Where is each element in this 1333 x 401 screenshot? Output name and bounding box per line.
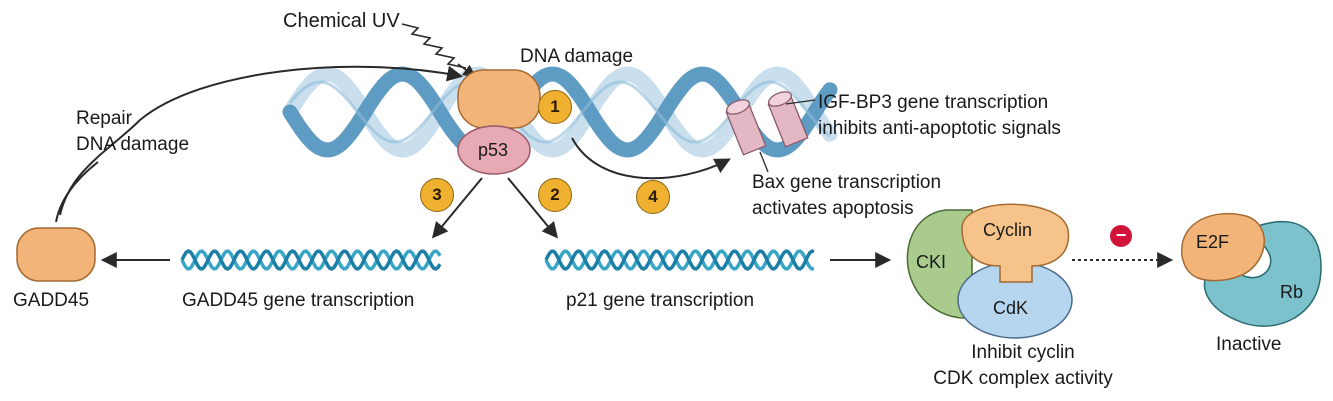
chemical-uv-label: Chemical UV [283, 10, 400, 32]
cki-label: CKI [916, 252, 947, 272]
rb-protein [1203, 220, 1322, 327]
igf-label-pointer [785, 99, 816, 105]
step-4-badge: 4 [636, 180, 670, 214]
step-3-badge: 3 [420, 178, 454, 212]
cyclin-label: Cyclin [983, 220, 1033, 240]
bax-label-pointer [759, 151, 769, 173]
step-2-badge: 2 [538, 178, 572, 212]
bax-label-line1: Bax gene transcription [752, 172, 942, 193]
cki-protein [906, 209, 973, 319]
uv-zigzag-line [401, 23, 467, 69]
p53-label: p53 [478, 140, 509, 160]
arrow-to-bax [571, 137, 731, 180]
inhibit-label-line1: Inhibit cyclin [971, 342, 1075, 363]
gadd45-repair-link [55, 161, 99, 223]
e2f-protein [1181, 212, 1265, 282]
inactive-label: Inactive [1216, 334, 1282, 355]
inhibition-minus-icon: − [1115, 225, 1127, 245]
step-1-badge: 1 [538, 90, 572, 124]
dna-damage-label: DNA damage [520, 46, 634, 67]
inhibit-label-line2: CDK complex activity [933, 368, 1113, 389]
bax-cylinder [767, 91, 809, 148]
gadd45-protein-label: GADD45 [13, 290, 90, 311]
bax-label-line2: activates apoptosis [752, 198, 914, 219]
repair-label-line1: Repair [76, 108, 132, 129]
cyclin-protein [961, 203, 1070, 283]
gadd45-protein [16, 227, 96, 282]
e2f-label: E2F [1196, 232, 1230, 252]
igf-bp3-cylinder [725, 99, 767, 156]
repair-arrow [59, 65, 464, 216]
arrow-to-gadd45-gene [431, 177, 483, 239]
repair-label-line2: DNA damage [76, 134, 190, 155]
igf-bp3-label-line2: inhibits anti-apoptotic signals [818, 118, 1061, 139]
p21-transcription-label: p21 gene transcription [566, 290, 755, 311]
gadd45-dna-strand [180, 249, 442, 271]
gadd45-transcription-label: GADD45 gene transcription [182, 290, 415, 311]
igf-bp3-label-line1: IGF-BP3 gene transcription [818, 92, 1049, 113]
cdk-label: CdK [993, 298, 1029, 318]
inhibition-badge [1110, 225, 1132, 247]
rb-label: Rb [1280, 282, 1304, 302]
p53-protein [457, 125, 531, 175]
p21-dna-strand [544, 249, 815, 271]
arrow-to-p21-gene [507, 177, 559, 239]
damage-sensor-protein [457, 69, 541, 129]
